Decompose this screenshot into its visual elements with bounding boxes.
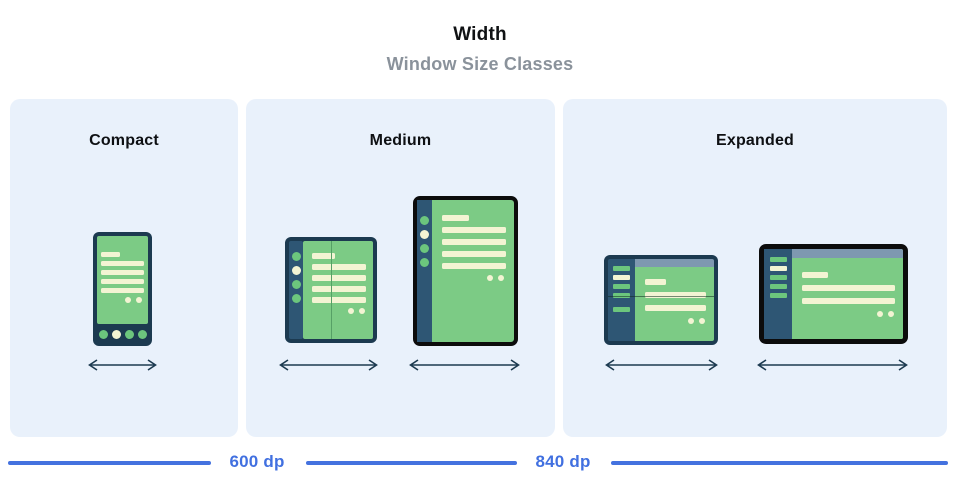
skeleton-line <box>312 264 366 270</box>
tablet-landscape-illustration <box>759 244 908 344</box>
panel-medium-title: Medium <box>369 132 432 149</box>
panel-expanded: Expanded <box>563 99 947 437</box>
breakpoint-600dp-label: 600 dp <box>229 452 285 471</box>
nav-dot <box>98 329 108 339</box>
panel-compact-title: Compact <box>89 132 159 149</box>
skeleton-line <box>442 263 506 269</box>
sidebar-bar <box>613 307 630 312</box>
skeleton-line <box>312 275 366 281</box>
scale-line-segment <box>8 461 211 465</box>
skeleton-line <box>312 286 366 292</box>
page-subtitle: Window Size Classes <box>386 54 574 74</box>
skeleton-line <box>802 298 895 304</box>
skeleton-line <box>645 292 706 298</box>
panel-compact: Compact <box>10 99 238 437</box>
rail-dot <box>291 252 301 261</box>
phone-nav-bar <box>97 326 148 342</box>
width-arrow-icon <box>88 359 157 371</box>
sidebar-rail <box>608 259 635 341</box>
rail-dot <box>291 266 301 275</box>
skeleton-line <box>101 288 144 293</box>
skeleton-line <box>312 297 366 303</box>
skeleton-line <box>442 251 506 257</box>
width-arrow-icon <box>279 359 378 371</box>
sidebar-bar <box>769 284 787 289</box>
top-app-bar <box>635 259 714 267</box>
sidebar-bar <box>769 275 787 280</box>
sidebar-bar <box>613 284 630 289</box>
sidebar-bar <box>613 266 630 271</box>
phone-illustration <box>93 232 152 346</box>
skeleton-line <box>802 272 829 278</box>
skeleton-line <box>101 261 144 266</box>
sidebar-bar <box>769 293 787 298</box>
sidebar-rail <box>764 249 792 339</box>
sidebar-bar <box>769 266 787 271</box>
width-arrow-icon <box>605 359 718 371</box>
top-app-bar <box>792 249 903 258</box>
breakpoint-840dp-label: 840 dp <box>535 452 591 471</box>
skeleton-line <box>101 252 120 257</box>
phone-screen <box>97 236 148 324</box>
panel-medium: Medium <box>246 99 555 437</box>
skeleton-line <box>101 270 144 275</box>
skeleton-dots <box>645 318 706 324</box>
skeleton-dots <box>442 275 506 281</box>
rail-dot <box>291 294 301 303</box>
skeleton-line <box>101 279 144 284</box>
skeleton-line <box>802 285 895 291</box>
device-content <box>792 249 903 339</box>
skeleton-line <box>645 279 666 285</box>
nav-dot <box>111 329 121 339</box>
sidebar-bar <box>613 293 630 298</box>
nav-rail <box>417 200 432 342</box>
scale-line-segment <box>306 461 517 465</box>
fold-crease <box>331 241 332 339</box>
nav-dot <box>124 329 134 339</box>
width-arrow-icon <box>409 359 520 371</box>
nav-rail <box>289 241 303 339</box>
sidebar-bar <box>613 275 630 280</box>
nav-dot <box>137 329 147 339</box>
size-class-panels: Compact Medium <box>10 99 947 437</box>
skeleton-line <box>442 239 506 245</box>
tablet-screen <box>432 200 514 342</box>
content-area <box>792 258 903 339</box>
foldable-landscape-illustration <box>604 255 718 345</box>
fold-crease <box>608 296 714 297</box>
tablet-portrait-illustration <box>413 196 518 346</box>
device-content <box>635 259 714 341</box>
foldable-screen <box>303 241 373 339</box>
sidebar-bar <box>769 257 787 262</box>
rail-dot <box>420 230 429 239</box>
foldable-illustration <box>285 237 377 343</box>
skeleton-dots <box>312 308 366 314</box>
scale-line-segment <box>611 461 948 465</box>
skeleton-line <box>645 305 706 311</box>
rail-dot <box>291 280 301 289</box>
rail-dot <box>420 216 429 225</box>
skeleton-line <box>442 227 506 233</box>
page-title: Width <box>453 24 507 45</box>
skeleton-line <box>442 215 469 221</box>
rail-dot <box>420 244 429 253</box>
skeleton-line <box>312 253 335 259</box>
skeleton-dots <box>802 311 895 317</box>
diagram-header: Width Window Size Classes <box>0 24 960 75</box>
rail-dot <box>420 258 429 267</box>
panel-expanded-title: Expanded <box>715 132 795 149</box>
skeleton-dots <box>101 297 144 303</box>
width-arrow-icon <box>757 359 908 371</box>
content-area <box>635 267 714 341</box>
